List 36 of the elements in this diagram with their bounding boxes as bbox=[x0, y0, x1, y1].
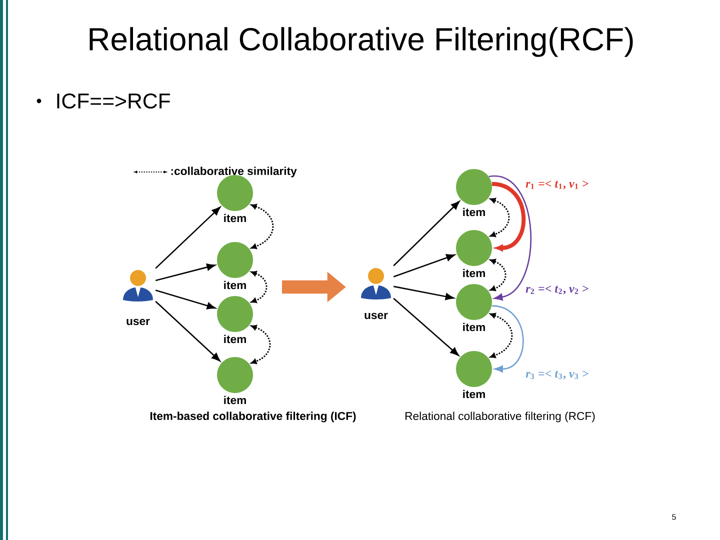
similarity-arrow bbox=[251, 324, 271, 364]
node-label: item bbox=[224, 280, 246, 290]
caption: Item-based collaborative filtering (ICF) bbox=[150, 412, 356, 422]
relation-arrow bbox=[488, 176, 532, 301]
relation-arrow bbox=[492, 305, 524, 372]
legend-text: :collaborative similarity bbox=[171, 166, 297, 178]
similarity-arrow bbox=[490, 312, 513, 358]
node-label: item bbox=[224, 396, 246, 404]
arrow bbox=[155, 264, 216, 282]
similarity-arrow bbox=[251, 270, 268, 304]
node-label: item bbox=[463, 322, 485, 332]
arrow bbox=[155, 300, 220, 362]
edge-label: r$_{1}$ =< t$_{1}$, v$_{1}$ > bbox=[526, 180, 588, 190]
arrow bbox=[155, 206, 220, 269]
title: Relational Collaborative Filtering(RCF) bbox=[90, 27, 633, 57]
arrow bbox=[393, 201, 460, 266]
node-label: user bbox=[364, 312, 388, 320]
node-label: item bbox=[224, 334, 246, 344]
similarity-arrow bbox=[490, 258, 506, 292]
relation-arrow bbox=[492, 182, 526, 252]
bullet-text: ICF==>RCF bbox=[57, 93, 170, 109]
arrow bbox=[393, 254, 455, 278]
node-label: item bbox=[463, 268, 485, 278]
node-label: item bbox=[224, 214, 246, 222]
caption: Relational collaborative filtering (RCF) bbox=[406, 412, 595, 422]
node-label: user bbox=[126, 318, 150, 326]
page-number: 5 bbox=[672, 514, 676, 520]
arrow bbox=[393, 286, 454, 300]
similarity-arrow bbox=[490, 198, 510, 238]
edge-label: r$_{3}$ =< t$_{3}$, v$_{3}$ > bbox=[526, 370, 588, 380]
arrow bbox=[155, 290, 216, 310]
similarity-arrow bbox=[251, 204, 274, 250]
arrow bbox=[393, 298, 459, 356]
edge-label: r$_{2}$ =< t$_{2}$, v$_{2}$ > bbox=[526, 286, 588, 294]
node-label: item bbox=[463, 208, 485, 216]
node-label: item bbox=[463, 390, 485, 398]
